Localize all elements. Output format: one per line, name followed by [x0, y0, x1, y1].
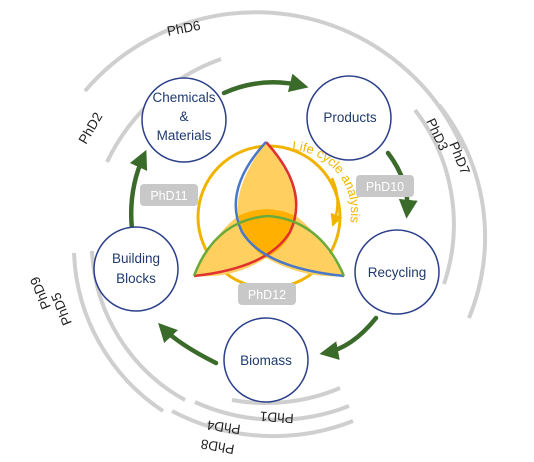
petal-edge-red	[193, 141, 298, 278]
lca-arrow	[330, 177, 343, 227]
node-chemicals-line2: &	[179, 109, 188, 124]
arc-bottom-outer-phd8	[171, 409, 354, 439]
arrow-recycling-to-biomass	[319, 315, 379, 360]
arrow-chemicals-to-products	[221, 73, 309, 96]
petal-edge-green	[192, 214, 346, 277]
node-chemicals-line1: Chemicals	[152, 90, 215, 105]
phd-box-left-label: PhD11	[150, 189, 187, 203]
node-biomass-label: Biomass	[240, 353, 292, 368]
node-building-line1: Building	[112, 251, 160, 266]
node-recycling: Recycling	[354, 229, 440, 315]
node-products: Products	[306, 75, 392, 161]
petal-right	[266, 216, 344, 277]
node-recycling-label: Recycling	[368, 265, 427, 280]
phd-box-right: PhD10	[356, 175, 414, 197]
node-chemicals-line3: Materials	[157, 128, 212, 143]
arc-right-outer-phd7	[437, 103, 488, 319]
phd-label-top: PhD6	[166, 18, 202, 39]
node-biomass: Biomass	[223, 317, 309, 403]
phd-box-right-label: PhD10	[366, 180, 404, 194]
life-cycle-core: Life cycle analysis	[192, 138, 363, 290]
phd-label-bottom-b: PhD4	[205, 417, 241, 437]
phd-label-bottom-c: PhD8	[200, 436, 236, 457]
petal-edge-blue	[234, 141, 345, 278]
phd-box-left: PhD11	[140, 184, 198, 206]
arrow-building-blocks-to-chemicals	[128, 149, 148, 232]
node-building-blocks: Building Blocks	[93, 226, 179, 312]
phd-box-bottom: PhD12	[238, 283, 296, 305]
arc-left-outer-phd9	[72, 252, 165, 413]
phd-label-upper-left: PhD2	[76, 110, 106, 147]
arc-right-inner-phd3	[413, 108, 456, 285]
node-building-line2: Blocks	[116, 271, 156, 286]
node-products-label: Products	[323, 110, 377, 125]
phd-box-bottom-label: PhD12	[248, 288, 286, 302]
petal-left	[194, 216, 266, 277]
arc-top-phd6	[83, 10, 465, 150]
phd-label-left-b: PhD5	[48, 291, 75, 328]
phd-label-left-a: PhD9	[27, 275, 54, 312]
arc-bottom-inner-phd1	[231, 386, 341, 406]
arrow-biomass-to-building-blocks	[158, 322, 219, 366]
cycle-arrows	[128, 73, 418, 366]
node-chemicals-materials: Chemicals & Materials	[141, 77, 227, 163]
process-nodes: Chemicals & Materials Products Recycling…	[93, 75, 440, 403]
petal-top	[237, 142, 297, 216]
phd-label-bottom-a: PhD1	[259, 409, 294, 426]
arc-bottom-mid-phd4	[194, 400, 350, 422]
phd-boxes: PhD11 PhD10 PhD12	[140, 175, 414, 305]
